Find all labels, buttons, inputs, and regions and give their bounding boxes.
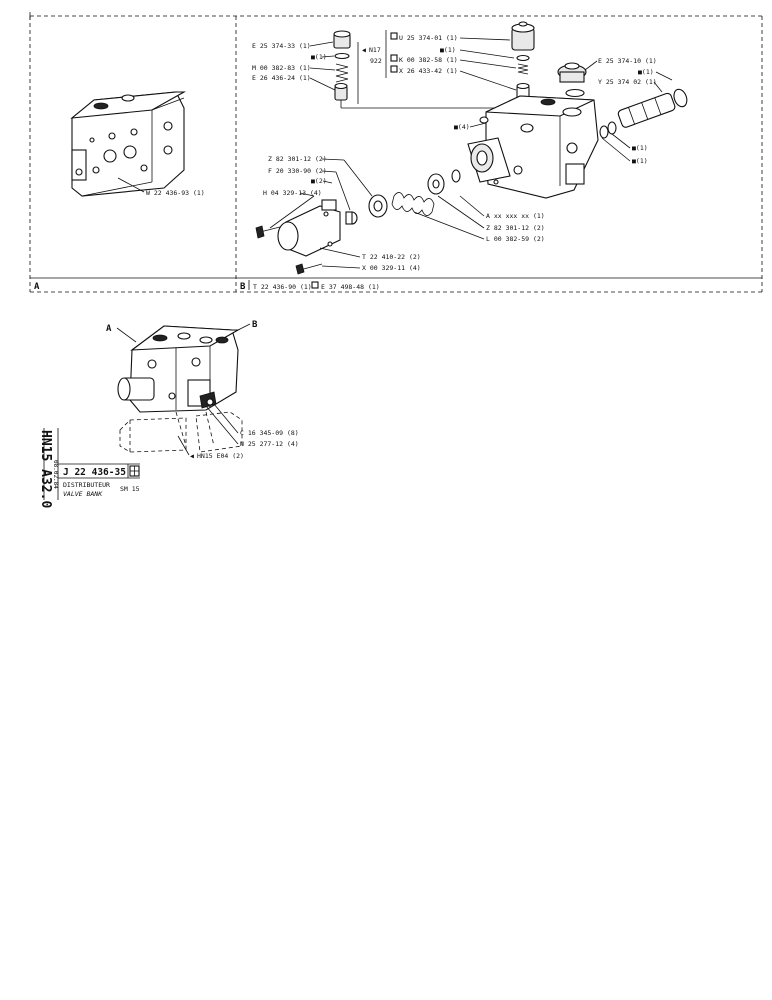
side-date: 08.02.84 bbox=[52, 460, 59, 489]
valve-bank-assembly-drawing bbox=[117, 325, 243, 453]
check-valve-stack-drawing bbox=[511, 21, 535, 109]
valve-body-block-drawing bbox=[70, 91, 187, 197]
model-code: SM 15 bbox=[120, 485, 140, 493]
label-x26433-42: X 26 433-42 (1) bbox=[399, 67, 458, 75]
label-sq2: ■(2) bbox=[311, 177, 327, 185]
name-fr: DISTRIBUTEUR bbox=[63, 481, 110, 489]
label-e25374-10: E 25 374-10 (1) bbox=[598, 57, 657, 65]
label-f20330-90: F 20 330-90 (2) bbox=[268, 167, 327, 175]
assembly-letter-b: B bbox=[252, 320, 258, 330]
spring-assembly-drawing bbox=[255, 169, 461, 275]
label-e25374-33: E 25 374-33 (1) bbox=[252, 42, 311, 50]
label-sq1-b: ■(1) bbox=[440, 46, 456, 54]
label-922: 922 bbox=[370, 57, 382, 65]
label-l00382-59: L 00 382-59 (2) bbox=[486, 235, 545, 243]
panel-b: B T 22 436-90 (1) E 37 498-48 (1) E 25 3… bbox=[240, 21, 688, 292]
box-icon-u bbox=[390, 32, 398, 40]
label-c16345-09: C 16 345-09 (8) bbox=[240, 429, 299, 437]
label-sq1-e: ■(1) bbox=[632, 157, 648, 165]
assembly-view: A B bbox=[106, 320, 299, 460]
panel-a: A W 22 436-93 (1) bbox=[34, 91, 205, 292]
section-body-drawing bbox=[467, 95, 599, 199]
label-t22410-22: T 22 410-22 (2) bbox=[362, 253, 421, 261]
label-h04329-13: H 04 329-13 (4) bbox=[263, 189, 322, 197]
label-e26436-24: E 26 436-24 (1) bbox=[252, 74, 311, 82]
label-z82301-12-bot: Z 82 301-12 (2) bbox=[486, 224, 545, 232]
side-code: HN15 A32.0 bbox=[38, 430, 53, 508]
assembly-letter-a: A bbox=[106, 324, 112, 334]
panel-a-letter: A bbox=[34, 282, 40, 292]
diagram-frame bbox=[29, 12, 763, 293]
label-n17: N17 bbox=[369, 46, 381, 54]
footer-ref-e37498-48: E 37 498-48 (1) bbox=[321, 283, 380, 291]
panel-b-letter: B bbox=[240, 282, 246, 292]
box-icon-k bbox=[390, 54, 398, 62]
box-icon-x bbox=[390, 65, 398, 73]
label-u25374-01: U 25 374-01 (1) bbox=[399, 34, 458, 42]
label-k00382-58: K 00 382-58 (1) bbox=[399, 56, 458, 64]
spool-and-cap-drawing bbox=[557, 62, 688, 139]
label-sq1-d: ■(1) bbox=[632, 144, 648, 152]
name-en: VALVE BANK bbox=[63, 490, 103, 498]
label-hn15-e04: HN15 E04 (2) bbox=[197, 452, 244, 460]
label-x00329-11: X 00 329-11 (4) bbox=[362, 264, 421, 272]
footer-ref-t22436-90: T 22 436-90 (1) bbox=[253, 283, 312, 291]
title-block: HN15 A32.0 08.02.84 J 22 436-35 DISTRIBU… bbox=[38, 428, 140, 508]
label-sq4: ■(4) bbox=[454, 123, 470, 131]
label-m00382-83: M 00 382-83 (1) bbox=[252, 64, 311, 72]
label-n25277-12: N 25 277-12 (4) bbox=[240, 440, 299, 448]
label-axx: A xx xxx xx (1) bbox=[486, 212, 545, 220]
relief-cap-stack-drawing bbox=[333, 30, 520, 109]
label-y25374-02: Y 25 374 02 (1) bbox=[598, 78, 657, 86]
label-z82301-12-top: Z 82 301-12 (2) bbox=[268, 155, 327, 163]
footer-box-icon bbox=[311, 281, 319, 289]
part-number: J 22 436-35 bbox=[63, 467, 126, 478]
label-w22436-93: W 22 436-93 (1) bbox=[146, 189, 205, 197]
label-sq1-c: ■(1) bbox=[638, 68, 654, 76]
ref-arrow-icon: ◀ bbox=[362, 46, 366, 54]
ref-arrow-icon-2: ◀ bbox=[190, 452, 194, 460]
label-sq1-a: ■(1) bbox=[311, 53, 327, 61]
